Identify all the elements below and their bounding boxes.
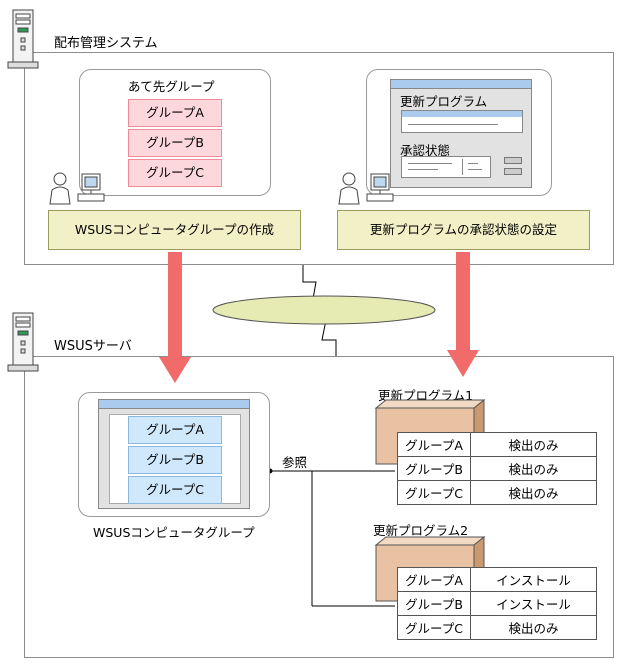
table-row: グループA インストール [397, 567, 597, 592]
approval-option-1 [504, 157, 522, 164]
update-1-action-b: 検出のみ [470, 456, 597, 481]
create-group-action: WSUSコンピュータグループの作成 [48, 210, 301, 250]
approval-status-field [401, 156, 491, 178]
operator-user-icon-2 [337, 170, 395, 208]
server-icon [6, 8, 40, 72]
computer-group-b: グループB [128, 446, 222, 474]
arrow-create-group [159, 252, 191, 383]
update-2-action-a: インストール [470, 567, 597, 592]
update-1-action-c: 検出のみ [470, 480, 597, 505]
computer-group-c: グループC [128, 476, 222, 504]
update-1-table: グループA 検出のみ グループB 検出のみ グループC 検出のみ [397, 432, 597, 505]
table-row: グループC 検出のみ [397, 615, 597, 640]
update-2-action-c: 検出のみ [470, 615, 597, 640]
network-link-lower [321, 319, 337, 356]
target-group-b: グループB [128, 129, 222, 157]
update-2-table: グループA インストール グループB インストール グループC 検出のみ [397, 567, 597, 640]
operator-user-icon [48, 170, 106, 208]
network-ellipse [212, 295, 436, 325]
update-2-group-c: グループC [397, 615, 471, 640]
update-2-action-b: インストール [470, 591, 597, 616]
set-approval-action: 更新プログラムの承認状態の設定 [337, 210, 590, 250]
network-link [302, 265, 317, 300]
update-2-group-b: グループB [397, 591, 471, 616]
update-list-field [401, 110, 523, 133]
update-1-group-b: グループB [397, 456, 471, 481]
computer-group-caption: WSUSコンピュータグループ [93, 525, 255, 540]
table-row: グループA 検出のみ [397, 432, 597, 457]
target-group-c: グループC [128, 159, 222, 187]
update-1-group-c: グループC [397, 480, 471, 505]
target-group-a: グループA [128, 99, 222, 127]
update-2-title: 更新プログラム2 [373, 523, 469, 538]
table-row: グループC 検出のみ [397, 480, 597, 505]
update-1-title: 更新プログラム1 [378, 388, 474, 403]
target-group-title: あて先グループ [128, 79, 215, 94]
server-panel-title: WSUSサーバ [54, 339, 132, 354]
arrow-set-approval [447, 252, 479, 377]
table-row: グループB インストール [397, 591, 597, 616]
update-1-action-a: 検出のみ [470, 432, 597, 457]
update-window-title: 更新プログラム [400, 94, 488, 109]
approval-option-2 [504, 168, 522, 175]
reference-label: 参照 [282, 455, 308, 470]
update-1-group-a: グループA [397, 432, 471, 457]
update-2-group-a: グループA [397, 567, 471, 592]
system-panel-title: 配布管理システム [54, 36, 158, 51]
table-row: グループB 検出のみ [397, 456, 597, 481]
approval-status-label: 承認状態 [400, 143, 451, 158]
wsus-server-icon [6, 311, 40, 375]
computer-group-a: グループA [128, 416, 222, 444]
